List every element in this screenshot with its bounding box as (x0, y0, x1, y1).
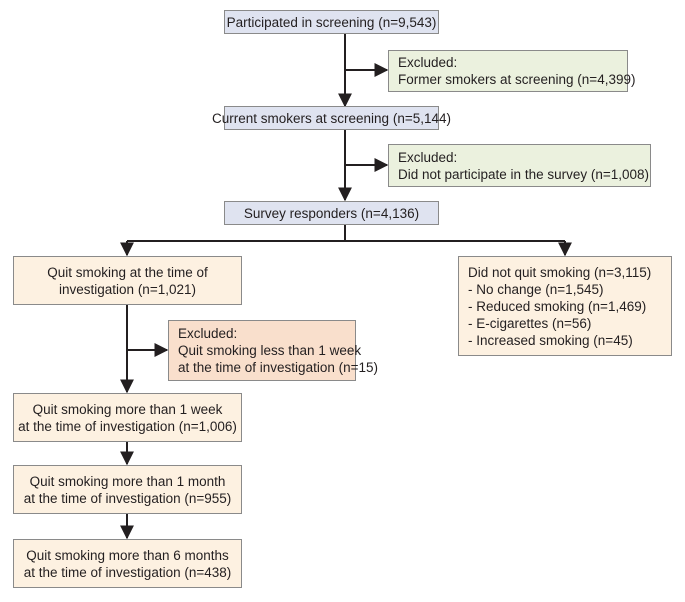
quit-1week-box: Quit smoking more than 1 week at the tim… (13, 393, 242, 442)
quit-6months-line1: Quit smoking more than 6 months (26, 547, 229, 563)
quit-6months-box: Quit smoking more than 6 months at the t… (13, 539, 242, 588)
quit-1month-box: Quit smoking more than 1 month at the ti… (13, 465, 242, 514)
quit-1week-line2: at the time of investigation (n=1,006) (18, 418, 237, 434)
excluded-week-line2: at the time of investigation (n=15) (178, 360, 378, 375)
quit-at-time-line2: investigation (n=1,021) (59, 281, 196, 297)
participated-screening-box: Participated in screening (n=9,543) (224, 10, 439, 34)
excluded-survey-box: Excluded: Did not participate in the sur… (388, 144, 651, 187)
current-smokers-text: Current smokers at screening (n=5,144) (212, 110, 451, 126)
excluded-former-smokers-box: Excluded: Former smokers at screening (n… (388, 50, 636, 92)
excluded-week-line1: Quit smoking less than 1 week (178, 343, 362, 358)
excluded-survey-heading: Excluded: (398, 149, 458, 165)
excluded-week-heading: Excluded: (178, 326, 238, 341)
not-quit-box: Did not quit smoking (n=3,115) - No chan… (458, 256, 672, 356)
quit-1week-line1: Quit smoking more than 1 week (32, 401, 223, 417)
participated-screening-text: Participated in screening (n=9,543) (226, 14, 437, 30)
excluded-former-heading: Excluded: (398, 55, 458, 70)
current-smokers-box: Current smokers at screening (n=5,144) (212, 106, 451, 130)
quit-1month-line2: at the time of investigation (n=955) (23, 490, 232, 506)
excluded-survey-text: Did not participate in the survey (n=1,0… (398, 166, 650, 182)
quit-at-time-line1: Quit smoking at the time of (47, 264, 208, 280)
not-quit-no-change: - No change (n=1,545) (468, 281, 604, 297)
not-quit-title: Did not quit smoking (n=3,115) (468, 264, 652, 280)
quit-1month-line1: Quit smoking more than 1 month (29, 473, 226, 489)
quit-6months-line2: at the time of investigation (n=438) (23, 564, 232, 580)
excluded-week-box: Excluded: Quit smoking less than 1 week … (168, 320, 378, 381)
survey-responders-box: Survey responders (n=4,136) (224, 201, 439, 225)
not-quit-reduced: - Reduced smoking (n=1,469) (468, 298, 647, 314)
survey-responders-text: Survey responders (n=4,136) (243, 205, 420, 221)
not-quit-increased: - Increased smoking (n=45) (468, 332, 633, 348)
excluded-former-text: Former smokers at screening (n=4,399) (398, 72, 636, 87)
quit-at-time-box: Quit smoking at the time of investigatio… (13, 256, 242, 305)
not-quit-e-cigarettes: - E-cigarettes (n=56) (468, 315, 592, 331)
